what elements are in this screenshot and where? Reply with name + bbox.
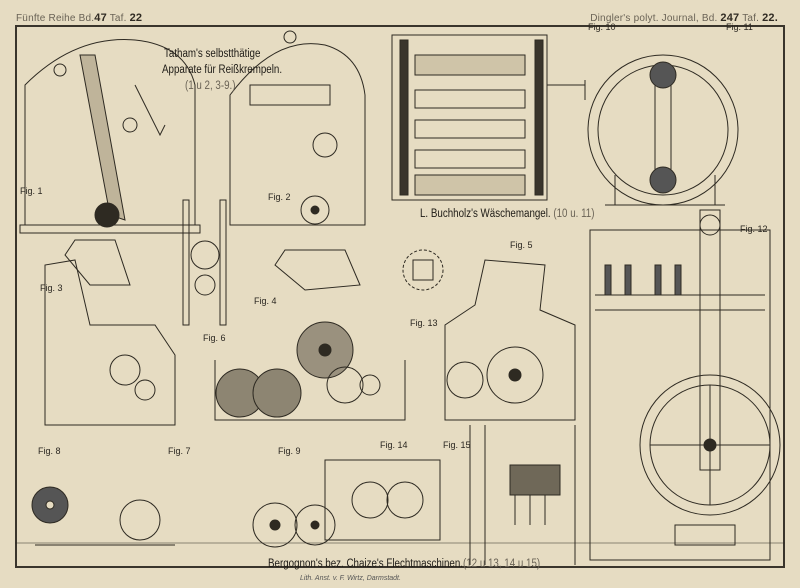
- buchholz-title: L. Buchholz's Wäschemangel. (10 u. 11): [420, 208, 594, 220]
- fig14-drawing: [324, 459, 441, 541]
- fig12-drawing: [589, 209, 781, 561]
- plate-number-right: 22.: [762, 12, 778, 24]
- plate-number: 22: [129, 12, 143, 24]
- fig-1-label: Fig. 1: [20, 186, 43, 196]
- header-left: Fünfte Reihe Bd.47 Taf. 22: [16, 12, 142, 24]
- fig13-drawing: [402, 249, 444, 291]
- fig-5-label: Fig. 5: [510, 240, 533, 250]
- volume-number: 47: [94, 12, 107, 24]
- fig-9-label: Fig. 9: [278, 446, 301, 456]
- fig-10-label: Fig. 10: [588, 22, 616, 32]
- fig-12-label: Fig. 12: [740, 224, 768, 234]
- fig6-drawing: [182, 199, 227, 326]
- fig-6-label: Fig. 6: [203, 333, 226, 343]
- fig15-drawing: [469, 425, 576, 565]
- fig-15-label: Fig. 15: [443, 440, 471, 450]
- tatham-title-line1: Tatham's selbstthätige: [164, 48, 261, 60]
- buchholz-name: L. Buchholz's Wäschemangel.: [420, 208, 551, 220]
- fig11-drawing: [587, 54, 739, 206]
- fig-8-label: Fig. 8: [38, 446, 61, 456]
- engraving-drawings: [15, 30, 785, 565]
- fig5-drawing: [444, 259, 576, 421]
- bergognon-name: Bergognon's bez. Chaize's Flechtmaschine…: [268, 558, 463, 570]
- series-label: Fünfte Reihe Bd.: [16, 13, 95, 24]
- fig-13-label: Fig. 13: [410, 318, 438, 328]
- fig-3-label: Fig. 3: [40, 283, 63, 293]
- lithographer-imprint: Lith. Anst. v. F. Wirtz, Darmstadt.: [300, 575, 401, 582]
- journal-volume: 247: [720, 12, 740, 24]
- buchholz-figures: (10 u. 11): [553, 208, 595, 220]
- fig8-drawing: [31, 486, 175, 546]
- fig10-drawing: [391, 34, 586, 201]
- journal-label: Dingler's polyt. Journal, Bd.: [590, 13, 718, 24]
- plate-prefix: Taf.: [109, 13, 127, 24]
- fig9-drawing: [252, 502, 336, 548]
- fig-4-label: Fig. 4: [254, 296, 277, 306]
- fig-11-label: Fig. 11: [726, 22, 753, 32]
- tatham-title-line2: Apparate für Reißkrempeln.: [162, 64, 283, 76]
- plate-frame: [15, 25, 785, 568]
- fig-7-label: Fig. 7: [168, 446, 191, 456]
- fig3-drawing: [44, 239, 176, 426]
- tatham-figures: (1 u 2, 3-9.): [185, 80, 236, 92]
- fig2-drawing: [229, 30, 366, 226]
- fig4-drawing: [214, 249, 406, 421]
- header-right: Dingler's polyt. Journal, Bd. 247 Taf. 2…: [590, 12, 778, 24]
- plate-prefix-right: Taf.: [742, 13, 760, 24]
- fig-14-label: Fig. 14: [380, 440, 408, 450]
- fig1-drawing: [19, 39, 201, 234]
- bergognon-title: Bergognon's bez. Chaize's Flechtmaschine…: [268, 558, 540, 570]
- bergognon-figures: (12 u 13, 14 u 15): [462, 558, 541, 570]
- fig-2-label: Fig. 2: [268, 192, 291, 202]
